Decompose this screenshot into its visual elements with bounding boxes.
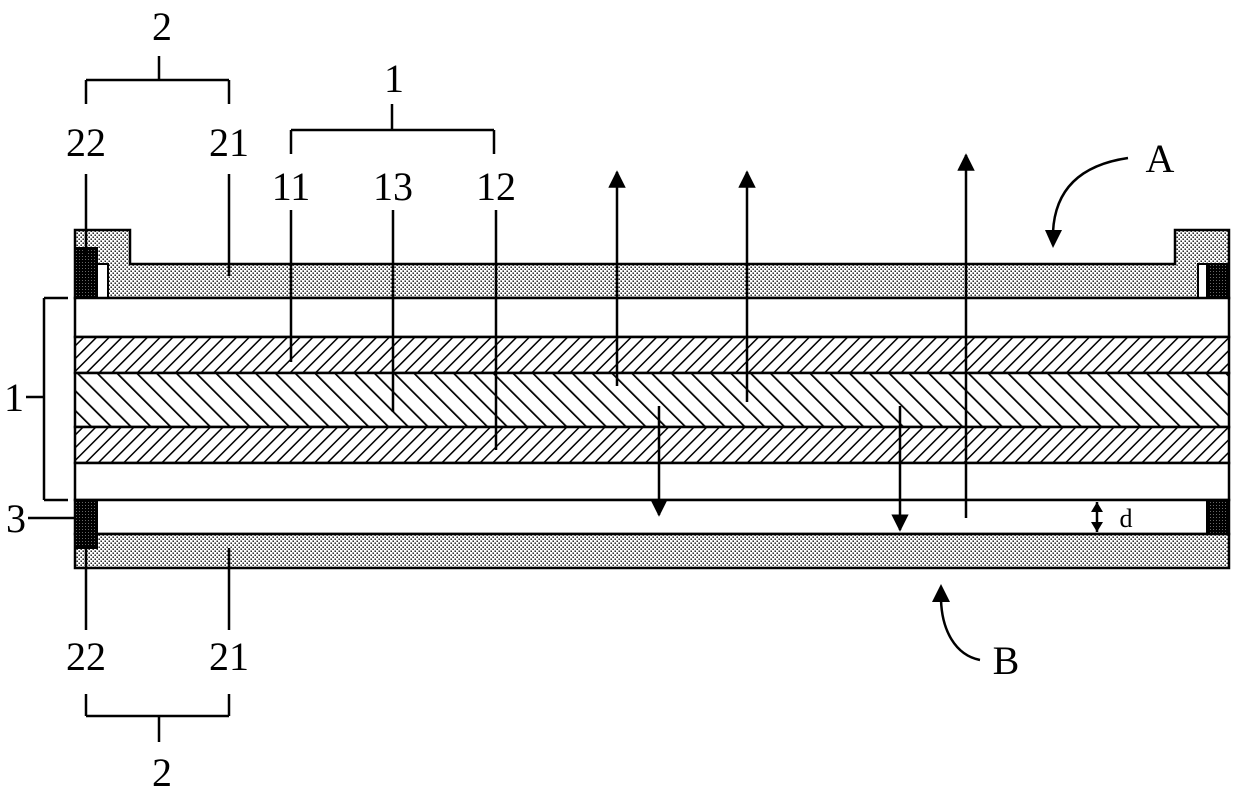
label-bottom-group: 2 bbox=[152, 750, 172, 795]
label-gap-d: d bbox=[1120, 504, 1133, 533]
top-spacer-left bbox=[97, 264, 108, 298]
label-top-21: 21 bbox=[209, 120, 249, 165]
label-layer-13: 13 bbox=[373, 164, 413, 209]
label-bottom-22: 22 bbox=[66, 634, 106, 679]
top-sealant-right bbox=[1207, 264, 1229, 298]
indicator-a-curve bbox=[1053, 158, 1128, 232]
label-side-3: 3 bbox=[6, 496, 26, 541]
top-group-bracket bbox=[86, 56, 229, 104]
device-upper-clear-layer bbox=[75, 298, 1229, 337]
label-a: A bbox=[1146, 136, 1175, 181]
side-bracket-1 bbox=[26, 298, 68, 500]
label-bottom-21: 21 bbox=[209, 634, 249, 679]
bottom-substrate-layer-21 bbox=[75, 534, 1229, 568]
top-spacer-right bbox=[1198, 264, 1207, 298]
device-layer-12 bbox=[75, 427, 1229, 463]
bottom-sealant-left-overlay bbox=[75, 500, 97, 548]
center-group-bracket bbox=[291, 104, 494, 154]
label-top-22: 22 bbox=[66, 120, 106, 165]
indicator-b-head bbox=[932, 584, 950, 602]
bottom-sealant-right bbox=[1207, 500, 1229, 534]
bottom-group-bracket bbox=[86, 694, 229, 742]
top-sealant-left bbox=[75, 248, 97, 298]
label-center-group: 1 bbox=[384, 56, 404, 101]
device-layer-13 bbox=[75, 373, 1229, 427]
device-lower-clear-layer bbox=[75, 463, 1229, 500]
device-layer-11 bbox=[75, 337, 1229, 373]
label-top-group: 2 bbox=[152, 4, 172, 49]
label-layer-12: 12 bbox=[476, 164, 516, 209]
label-layer-11: 11 bbox=[272, 164, 311, 209]
label-side-1: 1 bbox=[4, 375, 24, 420]
indicator-b-curve bbox=[941, 600, 980, 660]
label-b: B bbox=[993, 638, 1020, 683]
indicator-a-head bbox=[1045, 230, 1062, 248]
gap-layer bbox=[75, 500, 1229, 534]
